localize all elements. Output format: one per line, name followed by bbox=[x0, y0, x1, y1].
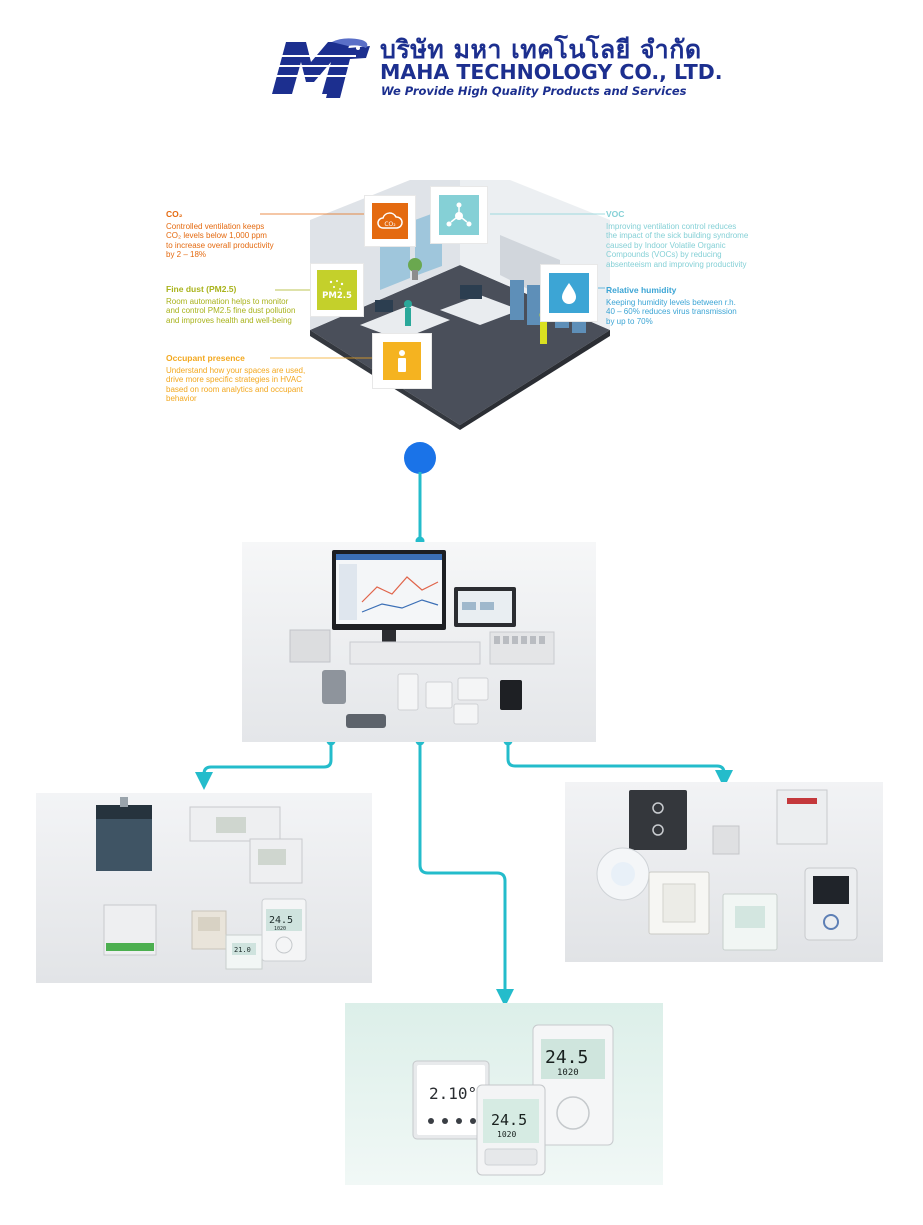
thermostat-mid-sub: 1020 bbox=[497, 1130, 516, 1139]
annotation-voc-title: VOC bbox=[606, 209, 625, 219]
annotation-fine-dust-title: Fine dust (PM2.5) bbox=[166, 284, 237, 294]
room-thermostats-photo: 2.10° 24.5 1020 24.5 1020 bbox=[345, 1003, 663, 1185]
bms-overview-photo bbox=[242, 542, 596, 742]
annotation-occupant: Occupant presence Understand how your sp… bbox=[166, 353, 316, 404]
voc-sensor-tile bbox=[430, 186, 488, 244]
humidity-sensor-tile bbox=[540, 264, 598, 322]
pm25-sensor-tile: PM2.5 bbox=[310, 263, 364, 317]
thermostat-right-sub: 1020 bbox=[557, 1068, 579, 1078]
annotation-voc: VOC Improving ventilation control reduce… bbox=[606, 209, 766, 269]
hvac-controllers-photo: 24.5 1020 21.0 bbox=[36, 793, 372, 983]
water-drop-icon bbox=[562, 283, 576, 304]
annotation-co2: CO₂ Controlled ventilation keeps CO₂ lev… bbox=[166, 209, 316, 260]
occupancy-sensor-tile bbox=[372, 333, 432, 389]
annotation-occupant-title: Occupant presence bbox=[166, 353, 245, 363]
dust-particles-icon bbox=[329, 280, 344, 290]
connector-left bbox=[195, 741, 333, 790]
connector-right bbox=[506, 741, 733, 788]
annotation-co2-title: CO₂ bbox=[166, 209, 183, 219]
company-tagline: We Provide High Quality Products and Ser… bbox=[381, 84, 687, 98]
bms-devices-illustration bbox=[289, 550, 555, 728]
mt-logo-icon bbox=[272, 38, 370, 98]
company-name-english: MAHA TECHNOLOGY CO., LTD. bbox=[380, 60, 723, 84]
pm25-label: PM2.5 bbox=[322, 291, 352, 301]
hvac-controllers-illustration: 24.5 1020 21.0 bbox=[96, 797, 307, 970]
thermostat-left-temp: 2.10° bbox=[429, 1084, 477, 1103]
left-panel-display-main: 24.5 bbox=[269, 915, 293, 926]
annotation-humidity: Relative humidity Keeping humidity level… bbox=[606, 285, 746, 326]
company-name-thai: บริษัท มหา เทคโนโลยี จำกัด bbox=[380, 35, 702, 64]
annotation-voc-body: Improving ventilation control reduces th… bbox=[606, 221, 749, 269]
left-panel-small-display: 21.0 bbox=[234, 946, 251, 954]
connector-bottom bbox=[418, 741, 514, 1007]
room-automation-photo bbox=[565, 782, 883, 962]
thermostat-right-temp: 24.5 bbox=[545, 1047, 588, 1068]
annotation-occupant-body: Understand how your spaces are used, dri… bbox=[166, 365, 306, 404]
thermostat-mid-temp: 24.5 bbox=[491, 1111, 527, 1129]
svg-text:CO₂: CO₂ bbox=[384, 221, 396, 228]
molecule-icon bbox=[446, 202, 472, 227]
left-panel-display-sub: 1020 bbox=[274, 926, 286, 932]
annotation-humidity-body: Keeping humidity levels between r.h. 40 … bbox=[606, 297, 737, 326]
cloud-co2-icon: CO₂ bbox=[377, 212, 403, 229]
annotation-humidity-title: Relative humidity bbox=[606, 285, 677, 295]
annotation-co2-body: Controlled ventilation keeps CO₂ levels … bbox=[166, 221, 274, 260]
source-node bbox=[404, 442, 436, 474]
co2-sensor-tile: CO₂ bbox=[364, 195, 416, 247]
room-thermostats-illustration: 2.10° 24.5 1020 24.5 1020 bbox=[412, 1024, 614, 1176]
annotation-fine-dust: Fine dust (PM2.5) Room automation helps … bbox=[166, 284, 316, 325]
annotation-fine-dust-body: Room automation helps to monitor and con… bbox=[166, 296, 296, 325]
room-automation-illustration bbox=[596, 789, 858, 951]
person-icon bbox=[398, 350, 406, 372]
